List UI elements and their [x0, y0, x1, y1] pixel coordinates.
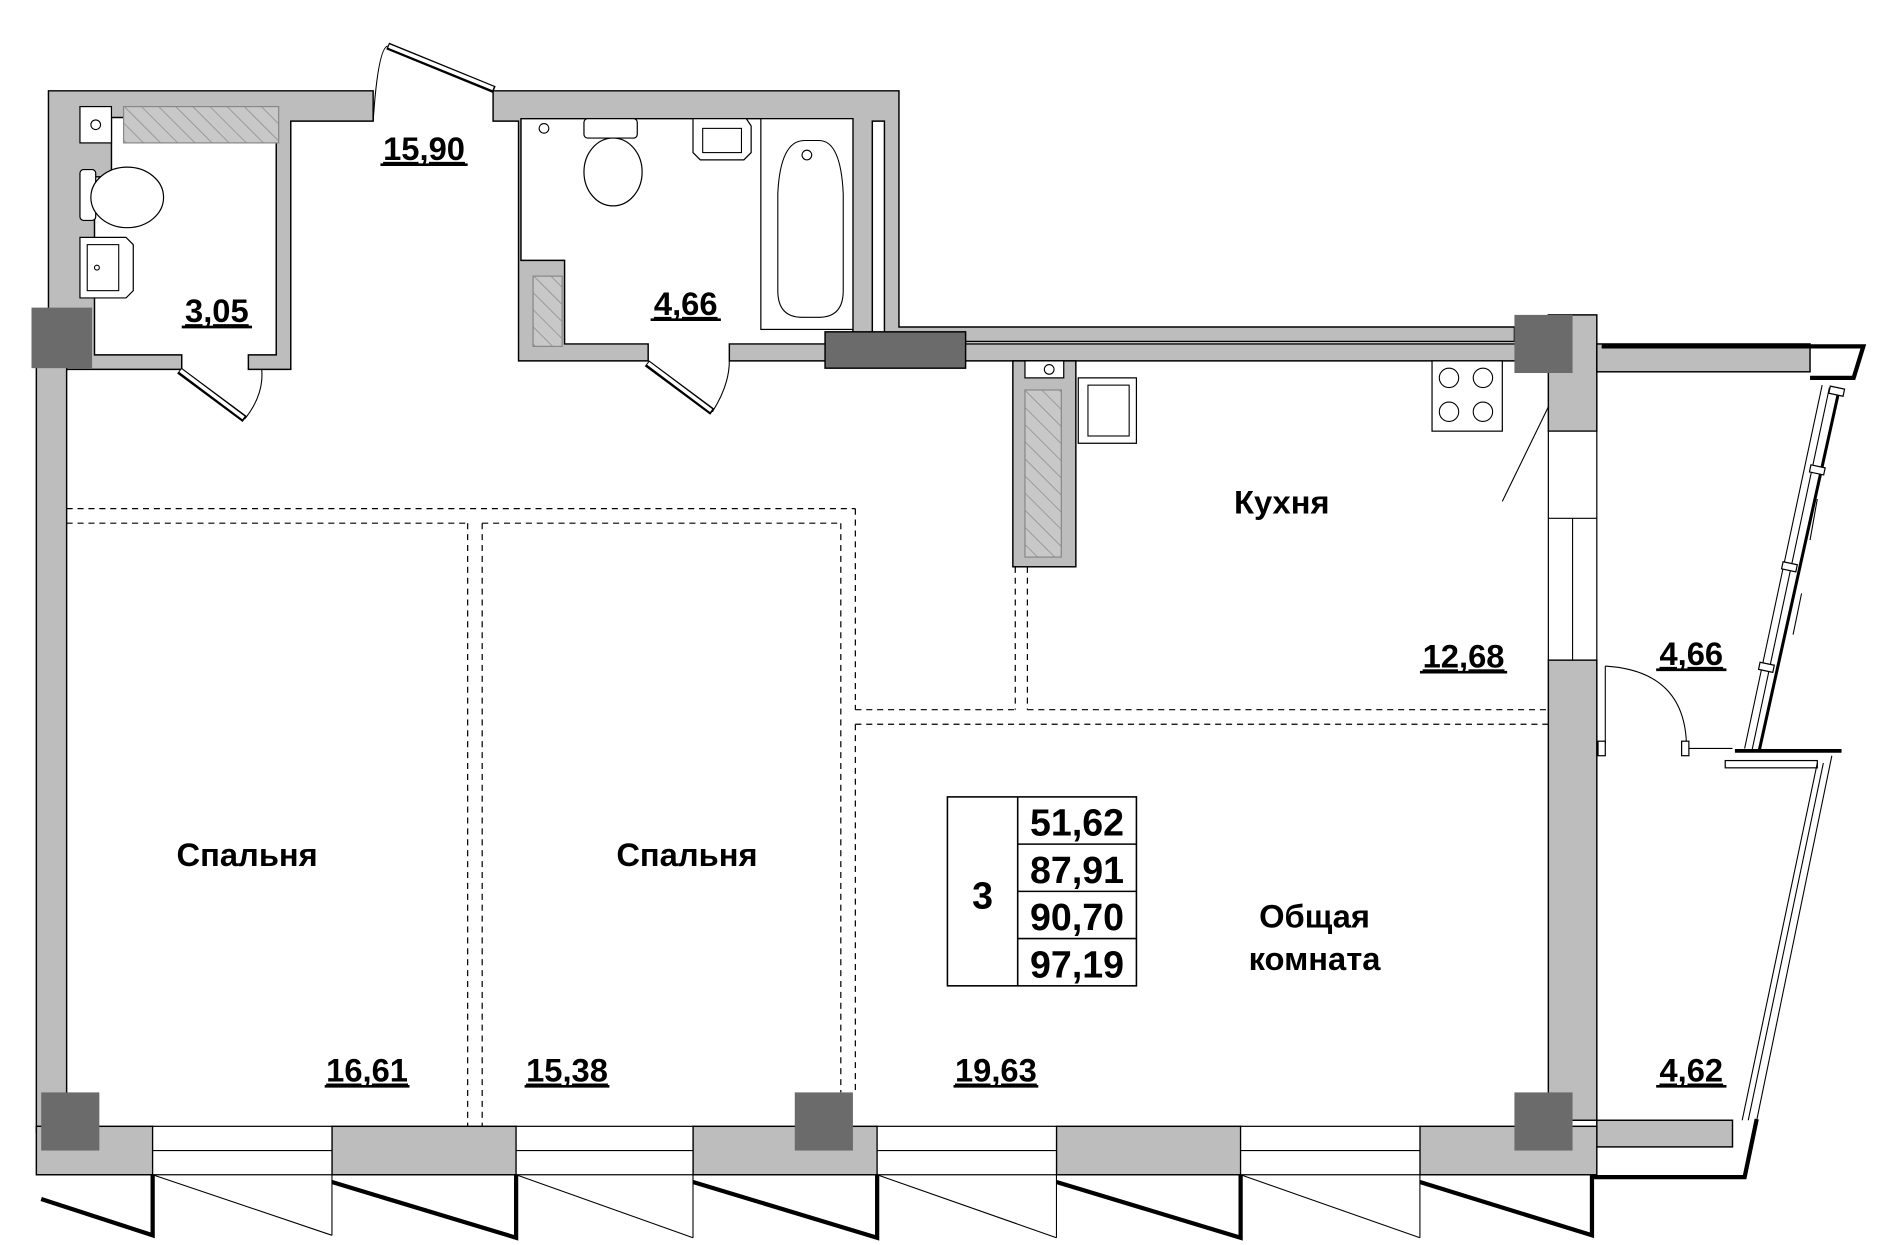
label-bedroom-2: Спальня [616, 836, 757, 873]
room-labels: 3,05 15,90 4,66 Кухня 12,68 Спальня 16,6… [177, 130, 1724, 1089]
label-living-line1: Общая [1259, 898, 1370, 935]
kitchen-sink-icon [1077, 377, 1138, 444]
area-bedroom-1: 16,61 [326, 1052, 408, 1089]
area-living: 19,63 [955, 1052, 1037, 1089]
area-hall: 15,90 [383, 130, 465, 167]
wall-balcony-top [1596, 343, 1811, 373]
toilet-icon [90, 166, 165, 229]
area-wc: 3,05 [185, 292, 249, 329]
wall-balcony-bottom [1596, 1119, 1734, 1148]
area-bath: 4,66 [654, 285, 718, 322]
area-balcony-1: 4,66 [1659, 635, 1723, 672]
label-bedroom-1: Спальня [177, 836, 318, 873]
window-right [1547, 430, 1598, 661]
label-living-line2: комната [1249, 940, 1382, 977]
summary-value-3: 90,70 [1030, 896, 1124, 938]
rooms-count: 3 [972, 874, 993, 916]
wall-bottom-4 [1055, 1125, 1242, 1176]
zone-boundaries [66, 508, 1549, 1127]
area-bedroom-2: 15,38 [526, 1052, 608, 1089]
summary-value-4: 97,19 [1030, 943, 1124, 985]
area-kitchen: 12,68 [1423, 637, 1505, 674]
area-underlines [181, 163, 1727, 1088]
exterior-shading [40, 1174, 1421, 1241]
wall-bath [492, 90, 1516, 362]
sink-icon-2 [692, 118, 752, 161]
balcony-glazing [1419, 344, 1867, 1239]
windows-bottom [152, 1125, 1421, 1176]
shaft-hatch-kitchen [1024, 389, 1062, 558]
doors [177, 42, 1733, 757]
wall-left [35, 356, 68, 1134]
wall-bottom-2 [331, 1125, 517, 1176]
bathtub-icon [760, 118, 854, 331]
wall-right-lower [1547, 659, 1598, 1121]
area-balcony-2: 4,62 [1659, 1052, 1723, 1089]
summary-value-2: 87,91 [1030, 849, 1124, 891]
shaft-hatch-bath [532, 275, 563, 347]
sink-icon [79, 236, 134, 299]
label-kitchen: Кухня [1234, 484, 1330, 521]
shaft-hatch-wc [122, 105, 280, 144]
summary-table: 3 51,62 87,91 90,70 97,19 [946, 796, 1138, 987]
toilet-icon-2 [583, 137, 643, 207]
fixtures [79, 105, 1549, 502]
pillars [31, 307, 1573, 1151]
summary-value-1: 51,62 [1030, 802, 1124, 844]
stove-icon [1431, 360, 1503, 432]
walls [35, 90, 1811, 1176]
